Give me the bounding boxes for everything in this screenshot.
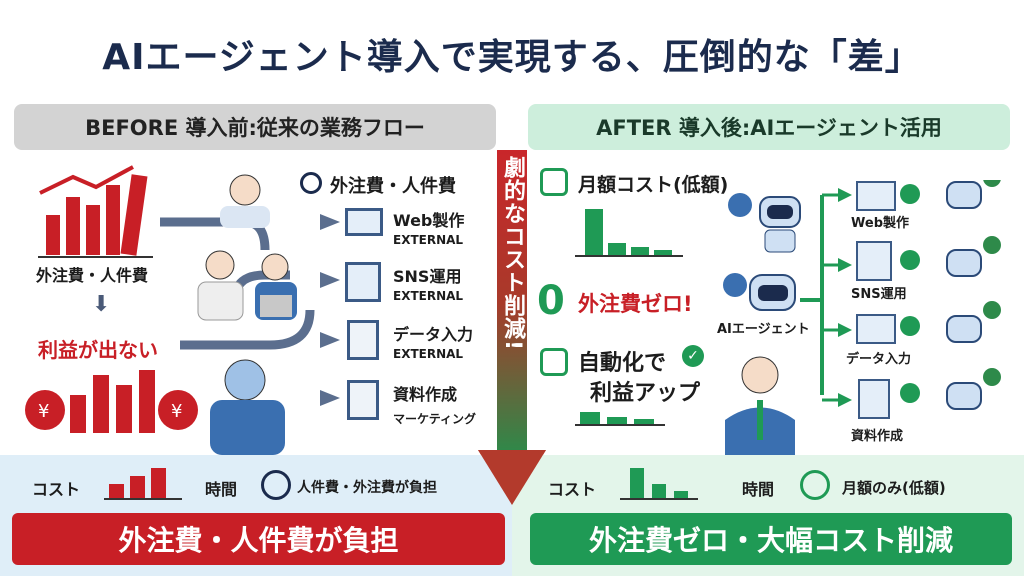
zero-outsourcing-label: 外注費ゼロ! [578, 292, 693, 316]
automation-label-1: 自動化で [578, 351, 667, 376]
coins-icon [540, 348, 568, 376]
item-label: SNS運用 [393, 267, 462, 286]
office-building-icon [345, 262, 381, 302]
automation-label-2: 利益アップ [590, 381, 701, 406]
laptop-icon [345, 208, 383, 236]
center-text: 劇的なコスト削減! [500, 156, 525, 352]
page-title: AIエージェント導入で実現する、圧倒的な「差」 [102, 37, 922, 78]
after-time-label: 時間 [742, 480, 775, 499]
monthly-cost-label: 月額コスト(低額) [578, 174, 729, 196]
agent-item-web: Web製作 [851, 216, 909, 231]
money-bags-broken-chart-icon: ¥ ¥ [25, 370, 198, 433]
item-label: 資料作成 [393, 385, 458, 404]
item-label: データ入力 [393, 325, 474, 344]
after-header: AFTER 導入後:AIエージェント活用 [528, 104, 1010, 150]
coins-check-icon [540, 168, 568, 196]
building-icon [300, 172, 322, 194]
check-icon: ✓ [682, 345, 704, 367]
svg-text:¥: ¥ [38, 401, 49, 422]
item-sub: EXTERNAL [393, 347, 464, 361]
ai-agent-illustration [723, 193, 824, 455]
before-header: BEFORE 導入前:従来の業務フロー [14, 104, 496, 150]
item-label: Web製作 [393, 211, 465, 230]
item-sub: マーケティング [393, 412, 477, 426]
agent-task-flow [822, 180, 1001, 419]
before-banner: 外注費・人件費が負担 [12, 513, 505, 565]
agent-item-sns: SNS運用 [851, 287, 907, 302]
center-arrow-tip-icon [478, 450, 546, 505]
profit-chart [575, 410, 665, 426]
agent-item-data: データ入力 [846, 352, 912, 367]
after-cost-chart [620, 468, 698, 500]
zero-number: 0 [537, 278, 565, 324]
stressed-workers-illustration [160, 174, 315, 455]
agent-item-docs: 資料作成 [851, 429, 904, 444]
after-time-text: 月額のみ(低額) [842, 479, 946, 497]
clock-icon [800, 470, 830, 500]
down-arrow-icon: ⬇ [92, 292, 111, 317]
document-pen-icon [347, 320, 379, 360]
center-band: 劇的なコスト削減! [497, 150, 527, 455]
before-cost-label: コスト [32, 480, 81, 499]
after-cost-label: コスト [548, 480, 597, 499]
before-time-label: 時間 [205, 480, 238, 499]
ai-agent-label: AIエージェント [717, 322, 810, 337]
svg-text:¥: ¥ [171, 401, 182, 422]
document-pen-icon [347, 380, 379, 420]
item-sub: EXTERNAL [393, 289, 464, 303]
cost-label: 外注費・人件費 [36, 266, 149, 285]
rising-cost-chart-icon [38, 165, 153, 258]
clock-icon [261, 470, 291, 500]
item-sub: EXTERNAL [393, 233, 464, 247]
monthly-cost-chart [575, 205, 683, 257]
before-cost-chart [104, 468, 182, 500]
after-banner: 外注費ゼロ・大幅コスト削減 [530, 513, 1012, 565]
list-header: 外注費・人件費 [330, 176, 456, 197]
flow-arrows [320, 214, 340, 406]
no-profit-label: 利益が出ない [38, 338, 158, 362]
before-time-text: 人件費・外注費が負担 [297, 480, 437, 496]
